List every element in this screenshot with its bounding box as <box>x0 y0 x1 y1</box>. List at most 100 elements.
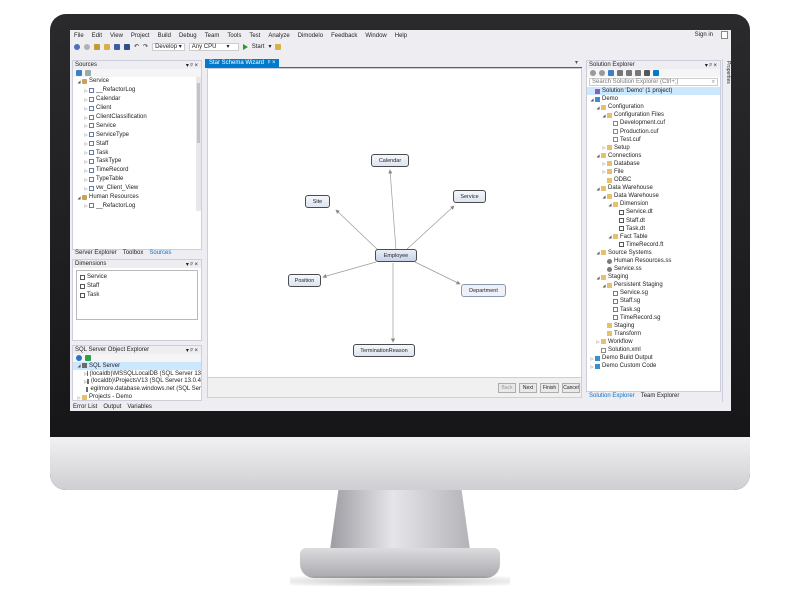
tree-item[interactable]: Staging <box>587 322 720 330</box>
tab-overflow-icon[interactable]: ▾ <box>575 60 579 66</box>
tree-item[interactable]: ▷Client <box>73 104 201 113</box>
tree-item[interactable]: ▷File <box>587 168 720 176</box>
expand-arrow-icon[interactable]: ◢ <box>608 234 612 240</box>
tree-item[interactable]: ▷Task <box>73 148 201 157</box>
sources-scrollbar[interactable] <box>196 77 201 211</box>
start-dropdown-arrow[interactable]: ▾ <box>268 44 272 50</box>
expand-arrow-icon[interactable]: ▷ <box>84 371 88 377</box>
tree-item[interactable]: ◢Configuration <box>587 103 720 111</box>
menu-file[interactable]: File <box>74 32 84 39</box>
expand-arrow-icon[interactable]: ▷ <box>84 167 88 173</box>
tree-item[interactable]: Solution.xml <box>587 346 720 354</box>
expand-arrow-icon[interactable]: ▷ <box>84 105 88 111</box>
save-icon[interactable] <box>114 43 120 50</box>
tree-item[interactable]: ◢Configuration Files <box>587 111 720 119</box>
new-project-icon[interactable] <box>94 43 100 50</box>
tree-item[interactable]: ◢Persistent Staging <box>587 281 720 289</box>
tree-item[interactable]: egilmore.database.windows.net (SQL Ser <box>73 385 201 393</box>
tab-sources[interactable]: Sources <box>149 250 172 256</box>
tree-item[interactable]: ◢Data Warehouse <box>587 192 720 200</box>
refresh-icon[interactable] <box>626 70 632 76</box>
tree-item[interactable]: ▷Calendar <box>73 95 201 104</box>
undo-icon[interactable]: ↶ <box>134 44 140 50</box>
tab-solution-explorer[interactable]: Solution Explorer <box>589 393 635 399</box>
panel-pin-close-icons[interactable]: ▾ ᵖ × <box>185 347 198 354</box>
expand-arrow-icon[interactable]: ◢ <box>602 112 606 118</box>
next-button[interactable]: Next <box>519 383 537 393</box>
preview-icon[interactable] <box>653 70 659 76</box>
sign-in-link[interactable]: Sign in <box>694 32 713 38</box>
expand-arrow-icon[interactable]: ▷ <box>84 176 88 182</box>
menu-edit[interactable]: Edit <box>91 32 103 39</box>
tree-item[interactable]: ▷Projects - Demo <box>73 393 201 401</box>
tree-item[interactable]: ODBC <box>587 176 720 184</box>
back-nav-icon[interactable] <box>74 43 80 50</box>
add-server-icon[interactable] <box>85 355 91 361</box>
tab-team-explorer[interactable]: Team Explorer <box>640 393 680 399</box>
node-calendar[interactable]: Calendar <box>371 154 409 167</box>
properties-side-tab[interactable]: Properties <box>722 59 731 402</box>
refresh-icon[interactable] <box>76 70 82 76</box>
panel-pin-close-icons[interactable]: ▾ ᵖ × <box>704 62 717 69</box>
tree-item[interactable]: ▷ClientClassification <box>73 113 201 122</box>
menu-test[interactable]: Test <box>249 32 261 39</box>
menu-tools[interactable]: Tools <box>227 32 242 39</box>
tree-item[interactable]: Staff.dt <box>587 217 720 225</box>
expand-arrow-icon[interactable]: ▷ <box>84 141 88 147</box>
tree-item[interactable]: ◢Human Resources <box>73 193 201 202</box>
menu-debug[interactable]: Debug <box>178 32 197 39</box>
tree-item[interactable]: ▷__RefactorLog <box>73 201 201 210</box>
tree-item[interactable]: ▷TypeTable <box>73 175 201 184</box>
tree-item[interactable]: ▷TimeRecord <box>73 166 201 175</box>
tree-item[interactable]: Human Resources.ss <box>587 257 720 265</box>
expand-arrow-icon[interactable]: ◢ <box>602 282 606 288</box>
expand-arrow-icon[interactable]: ▷ <box>84 96 88 102</box>
folder-toolbar-icon[interactable] <box>275 43 282 50</box>
expand-arrow-icon[interactable]: ◢ <box>590 96 594 102</box>
tab-toolbox[interactable]: Toolbox <box>122 250 144 256</box>
sources-scroll-thumb[interactable] <box>197 83 200 143</box>
tree-item[interactable]: ◢Connections <box>587 152 720 160</box>
finish-button[interactable]: Finish <box>540 383 559 393</box>
tree-item[interactable]: Development.cuf <box>587 119 720 127</box>
expand-arrow-icon[interactable]: ◢ <box>77 363 81 369</box>
save-all-icon[interactable] <box>124 43 130 50</box>
tree-item[interactable]: Service.ss <box>587 265 720 273</box>
tree-item[interactable]: ▷Database <box>587 160 720 168</box>
tree-item[interactable]: ▷Service <box>73 121 201 130</box>
panel-pin-close-icons[interactable]: ▾ ᵖ × <box>185 62 198 69</box>
tree-item[interactable]: ▷TaskType <box>73 157 201 166</box>
cancel-button[interactable]: Cancel <box>562 383 580 393</box>
dimension-item[interactable]: Task <box>77 291 197 300</box>
expand-arrow-icon[interactable]: ▷ <box>602 145 606 151</box>
node-termination-reason[interactable]: TerminationReason <box>353 344 415 357</box>
expand-arrow-icon[interactable]: ◢ <box>77 78 81 84</box>
redo-icon[interactable]: ↷ <box>143 44 149 50</box>
tree-item[interactable]: Task.sg <box>587 306 720 314</box>
expand-arrow-icon[interactable]: ◢ <box>608 201 612 207</box>
panel-pin-close-icons[interactable]: ▾ ᵖ × <box>185 261 198 268</box>
tree-item[interactable]: ◢Dimension <box>587 200 720 208</box>
tree-item[interactable]: Production.cuf <box>587 127 720 135</box>
expand-arrow-icon[interactable]: ▷ <box>84 87 88 93</box>
tree-item[interactable]: ◢Staging <box>587 273 720 281</box>
tree-item[interactable]: ▷(localdb)\MSSQLLocalDB (SQL Server 13 <box>73 370 201 378</box>
tree-item[interactable]: ◢Service <box>73 77 201 86</box>
tab-pin-close-icons[interactable]: ᵖ × <box>268 60 276 66</box>
tree-item[interactable]: Solution 'Demo' (1 project) <box>587 87 720 96</box>
menu-help[interactable]: Help <box>394 32 408 39</box>
tree-item[interactable]: ▷Workflow <box>587 338 720 346</box>
expand-arrow-icon[interactable]: ▷ <box>84 158 88 164</box>
expand-arrow-icon[interactable]: ▷ <box>84 185 88 191</box>
expand-arrow-icon[interactable]: ◢ <box>596 274 600 280</box>
tree-item[interactable]: Task.dt <box>587 225 720 233</box>
dimension-item[interactable]: Staff <box>77 282 197 291</box>
filter-icon[interactable] <box>85 70 91 76</box>
node-position[interactable]: Position <box>288 274 321 287</box>
refresh-icon[interactable] <box>76 355 82 361</box>
tab-error-list[interactable]: Error List <box>73 403 98 410</box>
account-avatar[interactable] <box>721 31 728 39</box>
menu-feedback[interactable]: Feedback <box>331 32 358 39</box>
expand-arrow-icon[interactable]: ▷ <box>84 123 88 129</box>
tree-item[interactable]: TimeRecord.sg <box>587 314 720 322</box>
